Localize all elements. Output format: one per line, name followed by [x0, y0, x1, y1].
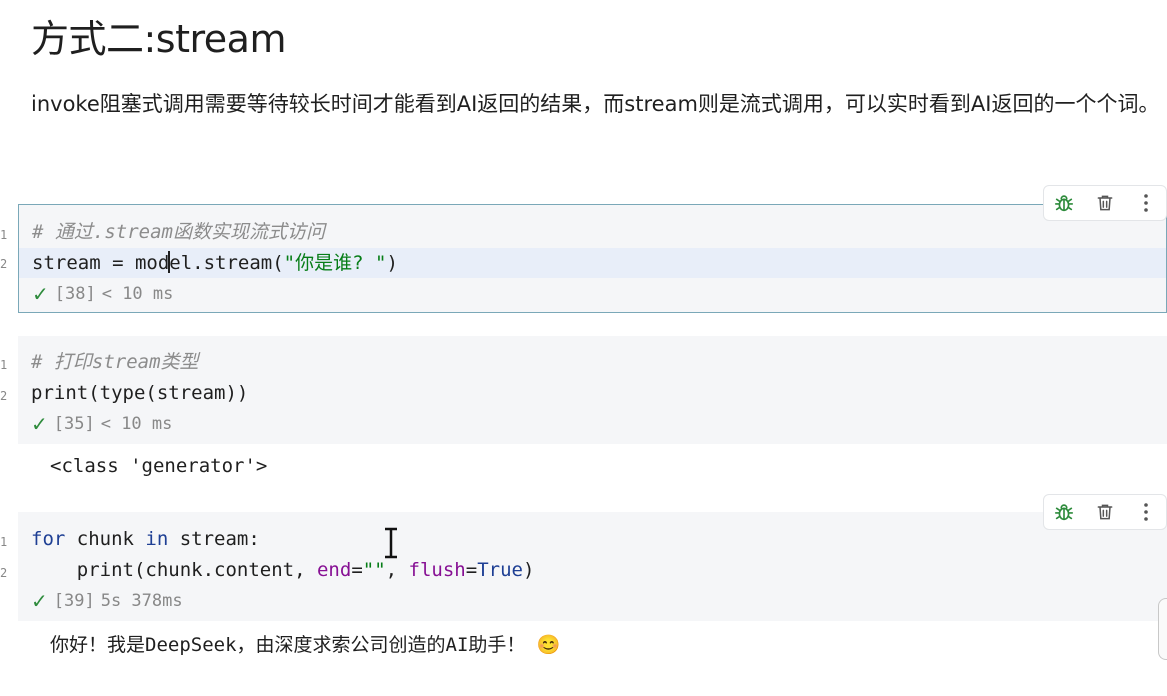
code-line[interactable]: stream = model.stream("你是谁? ")	[32, 249, 398, 277]
cell-toolbar	[1043, 494, 1167, 530]
smile-emoji-icon: 😊	[536, 634, 561, 656]
execution-count: [35]	[53, 414, 95, 434]
code-text: stream = mod	[32, 252, 170, 274]
code-text: =	[465, 559, 478, 581]
code-line[interactable]: print(chunk.content, end="", flush=True)	[31, 556, 535, 584]
intro-paragraph: invoke阻塞式调用需要等待较长时间才能看到AI返回的结果，而stream则是…	[31, 92, 1160, 116]
keyword: in	[145, 528, 169, 550]
trash-icon	[1097, 504, 1113, 520]
execution-status: ✓ [35] < 10 ms	[31, 412, 172, 436]
more-options-button[interactable]	[1132, 189, 1160, 217]
keyword-argument: end	[316, 559, 352, 581]
check-icon: ✓	[31, 412, 48, 436]
delete-cell-button[interactable]	[1091, 498, 1119, 526]
delete-cell-button[interactable]	[1091, 189, 1119, 217]
code-text: print(chunk.content,	[31, 559, 317, 581]
current-line-highlight	[19, 248, 1166, 278]
keyword-argument: flush	[408, 559, 466, 581]
code-text: ,	[385, 559, 409, 581]
code-cell-1[interactable]: # 通过.stream函数实现流式访问 stream = model.strea…	[18, 185, 1167, 313]
code-line[interactable]: for chunk in stream:	[31, 525, 260, 553]
line-number: 2	[0, 257, 8, 271]
text-cursor-icon	[385, 527, 397, 559]
code-text: el.stream(	[169, 252, 284, 274]
line-number: 2	[0, 566, 8, 580]
debug-button[interactable]	[1050, 189, 1078, 217]
line-number: 1	[0, 535, 8, 549]
execution-status: ✓ [39] 5s 378ms	[31, 589, 183, 613]
code-text: )	[386, 252, 398, 274]
cell-output: <class 'generator'>	[50, 455, 268, 477]
code-text: stream:	[168, 528, 260, 550]
line-number: 1	[0, 358, 8, 372]
execution-time: < 10 ms	[101, 284, 174, 304]
cell-output: 你好！我是DeepSeek，由深度求索公司创造的AI助手！ 😊	[50, 630, 561, 657]
code-cell-2[interactable]: # 打印stream类型 print(type(stream)) ✓ [35] …	[18, 336, 1167, 444]
check-icon: ✓	[32, 282, 49, 306]
line-number: 1	[0, 228, 8, 242]
cell-toolbar	[1043, 185, 1167, 221]
bug-icon	[1055, 195, 1074, 212]
bug-icon	[1055, 504, 1074, 521]
debug-button[interactable]	[1050, 498, 1078, 526]
execution-time: < 10 ms	[100, 414, 173, 434]
string-literal: "你是谁? "	[283, 252, 387, 274]
execution-count: [38]	[54, 284, 96, 304]
scroll-handle[interactable]	[1158, 598, 1167, 660]
page-heading: 方式二:stream	[31, 17, 286, 61]
execution-status: ✓ [38] < 10 ms	[32, 282, 173, 306]
text-caret	[168, 251, 171, 273]
more-vertical-icon	[1143, 503, 1148, 521]
output-text: 你好！我是DeepSeek，由深度求索公司创造的AI助手！	[50, 634, 526, 656]
execution-time: 5s 378ms	[100, 591, 183, 611]
code-line[interactable]: print(type(stream))	[31, 382, 249, 404]
trash-icon	[1097, 195, 1113, 211]
check-icon: ✓	[31, 589, 48, 613]
line-number: 2	[0, 389, 8, 403]
code-comment: # 打印stream类型	[31, 351, 199, 373]
code-comment: # 通过.stream函数实现流式访问	[32, 221, 325, 243]
constant: True	[477, 559, 523, 581]
more-options-button[interactable]	[1132, 498, 1160, 526]
string-literal: ""	[362, 559, 386, 581]
code-text: =	[351, 559, 363, 581]
more-vertical-icon	[1143, 194, 1148, 212]
code-cell-3[interactable]: for chunk in stream: print(chunk.content…	[18, 494, 1167, 621]
keyword: for	[31, 528, 66, 550]
code-text: chunk	[65, 528, 146, 550]
code-text: )	[522, 559, 535, 581]
execution-count: [39]	[53, 591, 95, 611]
